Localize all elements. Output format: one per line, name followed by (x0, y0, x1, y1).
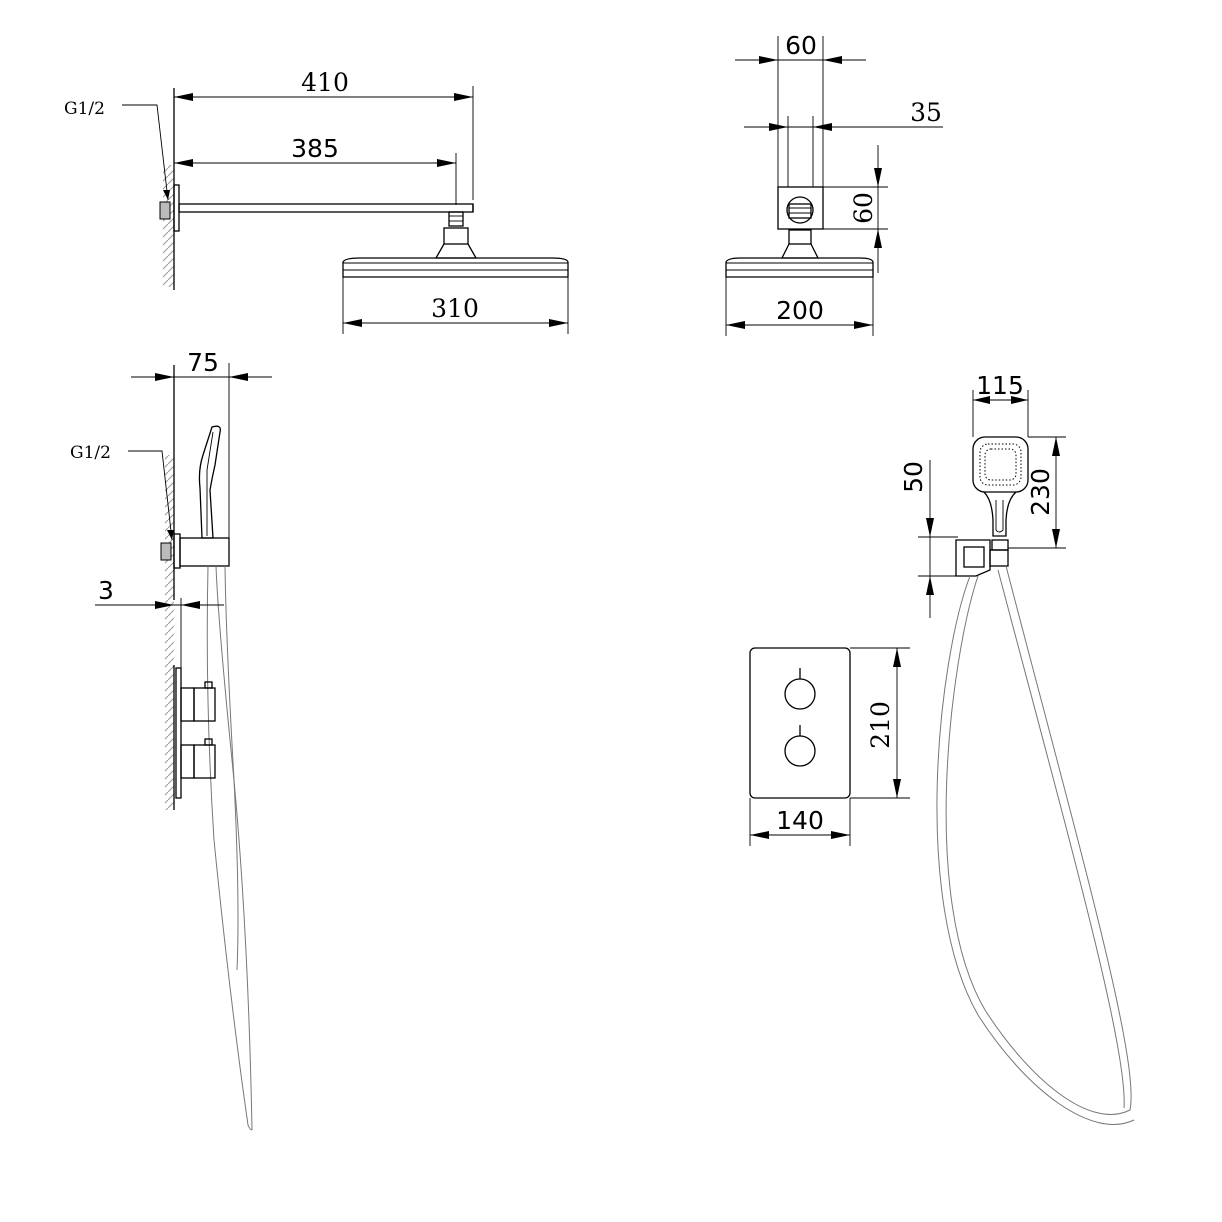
wall-holder (955, 539, 991, 577)
wall-holder-inner (963, 546, 985, 568)
dim-410: 410 (301, 68, 349, 97)
dim-arrow (549, 319, 568, 327)
valve-knob-base-top (180, 687, 195, 722)
valve-knob-tab-top (204, 681, 213, 689)
dim-arrow (174, 159, 193, 167)
dim-60-top: 60 (785, 31, 817, 60)
hose-side-c (206, 565, 253, 1131)
swivel-joint (448, 211, 464, 227)
wall-hatch-side (165, 455, 174, 810)
dim-arrow (726, 321, 745, 329)
dim-385: 385 (291, 134, 339, 163)
front-neck-base (780, 243, 820, 259)
dim-arrow (769, 123, 788, 131)
thread-outlet-side (160, 542, 172, 561)
shower-arm (178, 203, 474, 213)
head-neck (443, 227, 469, 245)
shower-head-front (725, 257, 874, 278)
dim-arrow (759, 56, 778, 64)
dim-arrow (1052, 437, 1060, 456)
valve-knob-base-bottom (180, 744, 195, 779)
outlet-block (179, 537, 230, 567)
handshower-handle (983, 491, 1017, 537)
dim-arrow (926, 518, 934, 537)
dim-230: 230 (1026, 468, 1055, 516)
dim-35: 35 (910, 98, 942, 127)
overhead-shower-front-view: 60 35 60 200 (725, 31, 943, 336)
wall-hatch-top (163, 165, 174, 287)
dim-75: 75 (187, 348, 219, 377)
valve-plate-side (175, 667, 182, 799)
dim-arrow (229, 373, 248, 381)
handshower-front-view: 115 230 50 (899, 371, 1135, 1125)
dim-arrow (181, 601, 200, 609)
dim-115: 115 (976, 371, 1024, 400)
dim-arrow (874, 168, 882, 187)
dim-3: 3 (98, 576, 114, 605)
hose-connector (989, 549, 1009, 567)
thread-leader-side (128, 450, 173, 541)
shower-head-side (342, 257, 569, 278)
hose-inner (936, 575, 1135, 1125)
dim-310: 310 (431, 294, 479, 323)
dim-arrow (823, 56, 842, 64)
thread-label-top: G1/2 (64, 99, 105, 119)
valve-knob-tab-bottom (204, 738, 213, 746)
spray-nozzles (984, 448, 1017, 481)
dim-arrow (973, 396, 990, 404)
hose-side-a (215, 565, 253, 1131)
dim-arrow (1052, 529, 1060, 548)
dim-arrow (454, 93, 473, 101)
dim-arrow (437, 159, 456, 167)
dim-140: 140 (776, 806, 824, 835)
head-neck-base (434, 243, 478, 259)
ball-collar (788, 203, 812, 219)
hose-outer (945, 565, 1132, 1115)
thread-leader-top (122, 104, 169, 201)
hose-right (997, 569, 1125, 1109)
dim-50: 50 (899, 461, 928, 493)
dim-arrow (926, 576, 934, 595)
dim-arrow (893, 648, 901, 667)
dim-arrow (893, 779, 901, 798)
leader-arrow (167, 530, 174, 540)
outlet-plate (173, 533, 181, 569)
front-neck (788, 229, 812, 245)
dim-arrow (874, 229, 882, 248)
overhead-shower-side-view: G1/2 410 385 310 (64, 68, 569, 334)
dim-arrow (1011, 396, 1028, 404)
handshower-head (972, 436, 1029, 493)
ball-joint (786, 196, 814, 224)
hose-side-b (224, 565, 239, 971)
dim-arrow (750, 831, 769, 839)
leader-arrow (163, 190, 170, 200)
dim-arrow (174, 93, 193, 101)
handshower-side (198, 425, 221, 539)
dim-arrow (155, 373, 174, 381)
handle-collar (991, 539, 1009, 551)
handshower-valve-side-view: G1/2 75 3 (70, 348, 272, 1131)
dim-arrow (831, 831, 850, 839)
valve-plate-front-view: 210 140 (749, 647, 910, 846)
dim-arrow (155, 601, 174, 609)
dim-arrow (813, 123, 832, 131)
wall-flange (173, 184, 180, 232)
thread-outlet-top (159, 201, 171, 220)
handle-inner (995, 500, 1004, 533)
valve-knob-top (193, 687, 216, 722)
dim-arrow (854, 321, 873, 329)
valve-knob-lower (784, 735, 816, 767)
handshower-side-inner (206, 431, 214, 536)
dim-210: 210 (866, 701, 895, 749)
dim-200: 200 (776, 296, 824, 325)
arm-block-front (777, 186, 824, 230)
valve-plate (749, 647, 851, 799)
dim-arrow (343, 319, 362, 327)
valve-knob-upper (784, 678, 816, 710)
dim-60-right: 60 (849, 192, 878, 224)
thread-label-side: G1/2 (70, 443, 111, 463)
valve-knob-bottom (193, 744, 216, 779)
